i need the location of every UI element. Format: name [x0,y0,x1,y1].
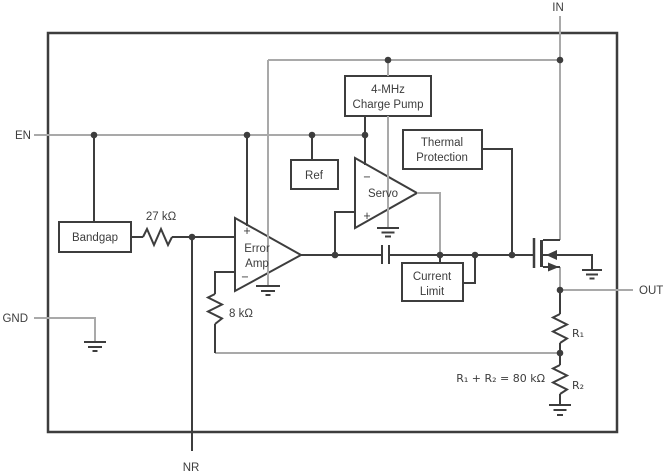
charge-pump-label-line2: Charge Pump [353,99,424,111]
r2-ground-icon [549,404,571,416]
wire-current-limit-right [464,255,476,284]
charge-pump-label-line1: 4-MHz [371,84,405,96]
resistor-27k-symbol [142,226,173,248]
pass-fet [532,238,559,272]
resistor-8k-label: 8 kΩ [229,308,253,320]
junction-dot [556,349,564,357]
junction-dot [556,286,564,294]
error-amp-ground-icon [256,285,280,296]
fet-body-arrow-icon [546,250,557,260]
junction-dot [243,131,251,139]
junction-dot [436,251,444,259]
junction-dot [331,251,339,259]
servo-minus-sign: − [363,170,370,184]
error-amp-plus-sign: + [243,224,250,238]
thermal-label-line2: Protection [416,152,468,164]
resistor-r1-label: R₁ [572,327,584,340]
ref-block [290,159,339,190]
current-limit-label-line1: Current [413,271,452,283]
pin-label-in: IN [552,2,564,14]
junction-dot [556,56,564,64]
resistor-r1-symbol [550,313,570,344]
current-limit-label-line2: Limit [420,286,445,298]
junction-dot [90,131,98,139]
fet-source-arrow-icon [548,262,559,272]
servo-plus-sign: + [363,209,370,223]
pin-label-out: OUT [639,285,663,297]
thermal-protection-block [402,129,483,170]
resistor-r2-symbol [550,364,570,395]
ref-label: Ref [305,170,324,182]
signal-wires [93,116,593,451]
ground-symbols [84,227,602,416]
resistor-27k-label: 27 kΩ [146,211,177,223]
gnd-pin-ground-icon [84,341,106,352]
bandgap-label: Bandgap [72,232,118,244]
wire-thermal-to-gate [482,148,513,255]
pin-label-nr: NR [183,462,200,473]
junction-dot [308,131,316,139]
junction-dot [361,131,369,139]
wire-gnd-pin [34,317,96,341]
wire-fet-body [543,254,593,269]
pin-label-en: EN [15,130,31,142]
passive-components [142,226,570,395]
resistor-r2-label: R₂ [572,379,584,392]
pin-label-gnd: GND [2,313,28,325]
rail-wires [34,16,633,354]
junction-dot [188,233,196,241]
servo-amp-triangle [354,156,420,230]
error-amp-label-line2: Amp [245,258,269,270]
ic-boundary-box [46,31,619,434]
wire-to-servo-plus [334,211,355,255]
junction-dots [90,56,564,357]
resistor-8k-symbol [205,293,225,325]
servo-ground-icon [377,227,399,238]
thermal-label-line1: Thermal [421,137,463,149]
wire-servo-output [417,192,441,255]
junction-dot [508,251,516,259]
capacitor-symbol [381,245,390,264]
error-amp-label-line1: Error [244,243,270,255]
wire-error-minus [214,271,235,294]
junction-dot [384,56,392,64]
divider-equation-label: R₁ + R₂ = 80 kΩ [456,372,545,385]
current-limit-block [401,262,464,302]
junction-dot [471,251,479,259]
fet-body-ground-icon [582,269,602,280]
error-amp-minus-sign: − [241,270,248,284]
servo-label: Servo [368,188,398,200]
